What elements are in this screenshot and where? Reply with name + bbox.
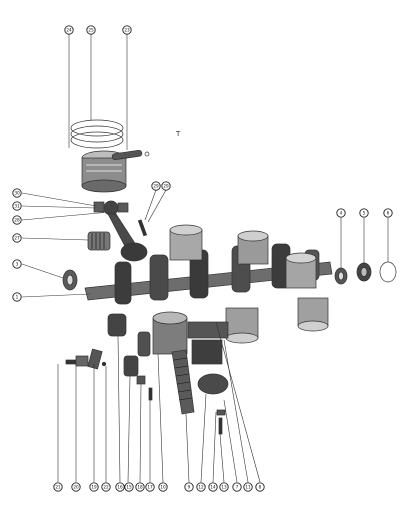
svg-text:20: 20: [73, 485, 79, 490]
right-end-bearing-seal-ring: [334, 261, 397, 285]
callout-10: 10: [158, 482, 168, 492]
svg-text:6: 6: [387, 211, 390, 216]
callout-18: 18: [135, 482, 145, 492]
callout-7: 7: [232, 482, 242, 492]
svg-text:4: 4: [340, 211, 343, 216]
center-mark: T: [175, 130, 181, 138]
svg-text:1: 1: [16, 295, 19, 300]
needle-bearing: [87, 231, 111, 251]
svg-text:16: 16: [117, 485, 123, 490]
svg-text:14: 14: [210, 485, 216, 490]
callout-20: 20: [71, 482, 81, 492]
callout-9: 9: [184, 482, 194, 492]
callout-11: 11: [243, 482, 253, 492]
svg-text:29: 29: [153, 184, 159, 189]
callout-3: 3: [12, 259, 22, 269]
callout-22: 22: [101, 482, 111, 492]
pistons-on-crank: [169, 224, 329, 344]
callout-29b: 29: [161, 181, 171, 191]
callout-6: 6: [383, 208, 393, 218]
svg-text:31: 31: [14, 204, 20, 209]
lower-rod-assembly: [152, 311, 229, 415]
callout-28: 28: [12, 215, 22, 225]
callout-25: 25: [86, 25, 96, 35]
svg-text:23: 23: [124, 28, 130, 33]
svg-text:21: 21: [55, 485, 61, 490]
main-bearing-left: [62, 269, 78, 291]
callout-24: 24: [64, 25, 74, 35]
callout-19: 19: [89, 482, 99, 492]
svg-text:5: 5: [363, 211, 366, 216]
svg-text:12: 12: [198, 485, 204, 490]
callout-12: 12: [196, 482, 206, 492]
svg-text:24: 24: [66, 28, 72, 33]
svg-text:27: 27: [14, 236, 20, 241]
svg-text:3: 3: [16, 262, 19, 267]
svg-text:10: 10: [160, 485, 166, 490]
leader-lines: [21, 34, 389, 483]
callout-23: 23: [122, 25, 132, 35]
lower-left-small-parts: [65, 313, 226, 435]
wrist-pin: [111, 149, 150, 161]
svg-text:11: 11: [245, 485, 251, 490]
svg-text:18: 18: [137, 485, 143, 490]
callout-17: 17: [145, 482, 155, 492]
callout-14: 14: [208, 482, 218, 492]
callout-8: 8: [255, 482, 265, 492]
svg-text:22: 22: [103, 485, 109, 490]
connecting-rod: [93, 200, 148, 262]
svg-text:15: 15: [126, 485, 132, 490]
svg-text:30: 30: [14, 191, 20, 196]
piston-upper: [81, 150, 127, 193]
callout-21: 21: [53, 482, 63, 492]
rod-bolt: [137, 219, 148, 237]
svg-text:17: 17: [147, 485, 153, 490]
svg-text:7: 7: [236, 485, 239, 490]
callout-16: 16: [115, 482, 125, 492]
callout-29a: 29: [151, 181, 161, 191]
callout-31: 31: [12, 201, 22, 211]
svg-text:25: 25: [88, 28, 94, 33]
callout-5: 5: [359, 208, 369, 218]
svg-text:29: 29: [163, 184, 169, 189]
svg-text:9: 9: [188, 485, 191, 490]
svg-text:28: 28: [14, 218, 20, 223]
callout-15: 15: [124, 482, 134, 492]
callout-30: 30: [12, 188, 22, 198]
svg-text:13: 13: [221, 485, 227, 490]
svg-text:8: 8: [259, 485, 262, 490]
svg-text:19: 19: [91, 485, 97, 490]
callout-4: 4: [336, 208, 346, 218]
piston-rings: [70, 119, 124, 149]
callout-13: 13: [219, 482, 229, 492]
callout-27: 27: [12, 233, 22, 243]
callout-1: 1: [12, 292, 22, 302]
